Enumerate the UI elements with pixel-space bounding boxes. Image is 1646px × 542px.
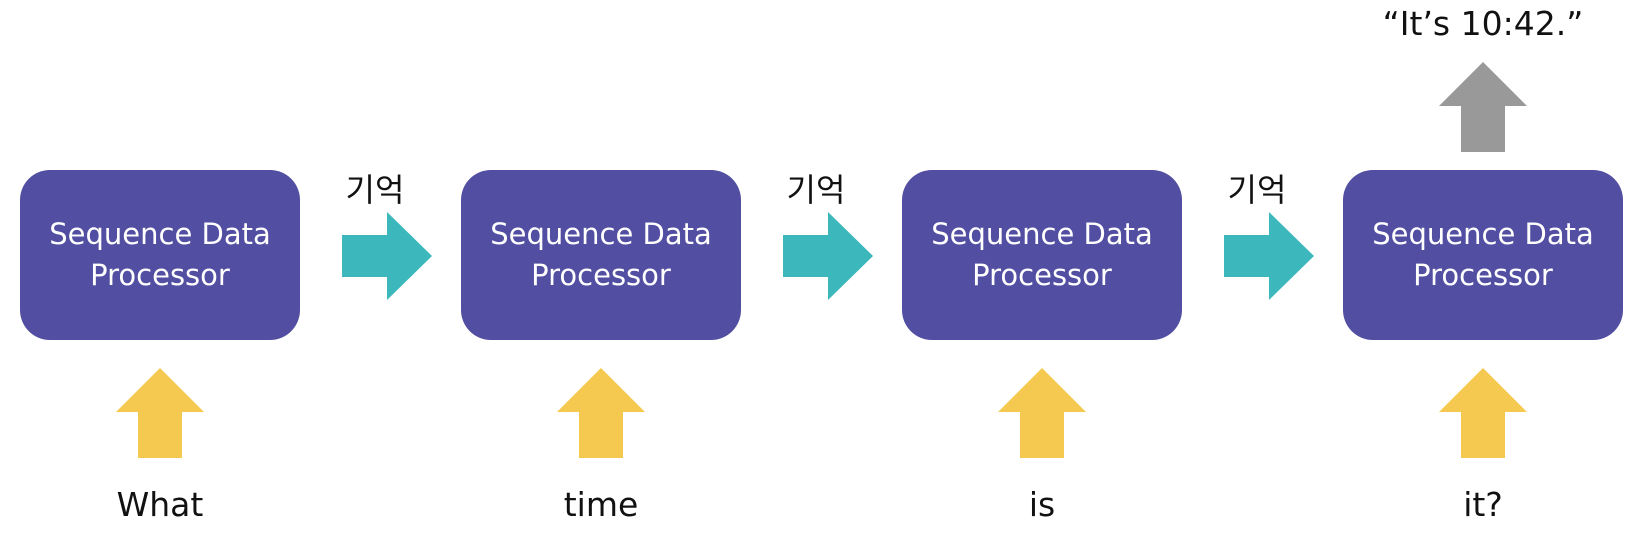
- input-arrow-shape: [998, 368, 1086, 458]
- input-arrow-up-1: [116, 368, 204, 458]
- input-word-3: is: [1028, 485, 1056, 524]
- processor-label: Sequence Data Processor: [931, 217, 1153, 292]
- output-arrow-up: [1439, 62, 1527, 152]
- input-arrow-shape: [1439, 368, 1527, 458]
- input-arrow-up-3: [998, 368, 1086, 458]
- memory-arrow-right-3: [1224, 212, 1314, 300]
- input-arrow-shape: [557, 368, 645, 458]
- memory-arrow-shape: [1224, 212, 1314, 300]
- memory-label-2: 기억: [786, 171, 846, 209]
- processor-box-3: Sequence Data Processor: [902, 170, 1182, 340]
- processor-label: Sequence Data Processor: [490, 217, 712, 292]
- memory-label-1: 기억: [345, 171, 405, 209]
- input-arrow-up-2: [557, 368, 645, 458]
- processor-label: Sequence Data Processor: [1372, 217, 1594, 292]
- input-word-4: it?: [1463, 485, 1503, 524]
- memory-label-3: 기억: [1227, 171, 1287, 209]
- input-arrow-shape: [116, 368, 204, 458]
- output-arrow-shape: [1439, 62, 1527, 152]
- memory-arrow-shape: [783, 212, 873, 300]
- processor-label: Sequence Data Processor: [49, 217, 271, 292]
- output-text: “It’s 10:42.”: [1382, 4, 1584, 43]
- processor-box-4: Sequence Data Processor: [1343, 170, 1623, 340]
- processor-box-2: Sequence Data Processor: [461, 170, 741, 340]
- input-word-2: time: [563, 485, 639, 524]
- input-arrow-up-4: [1439, 368, 1527, 458]
- memory-arrow-right-2: [783, 212, 873, 300]
- input-word-1: What: [116, 485, 204, 524]
- memory-arrow-shape: [342, 212, 432, 300]
- processor-box-1: Sequence Data Processor: [20, 170, 300, 340]
- memory-arrow-right-1: [342, 212, 432, 300]
